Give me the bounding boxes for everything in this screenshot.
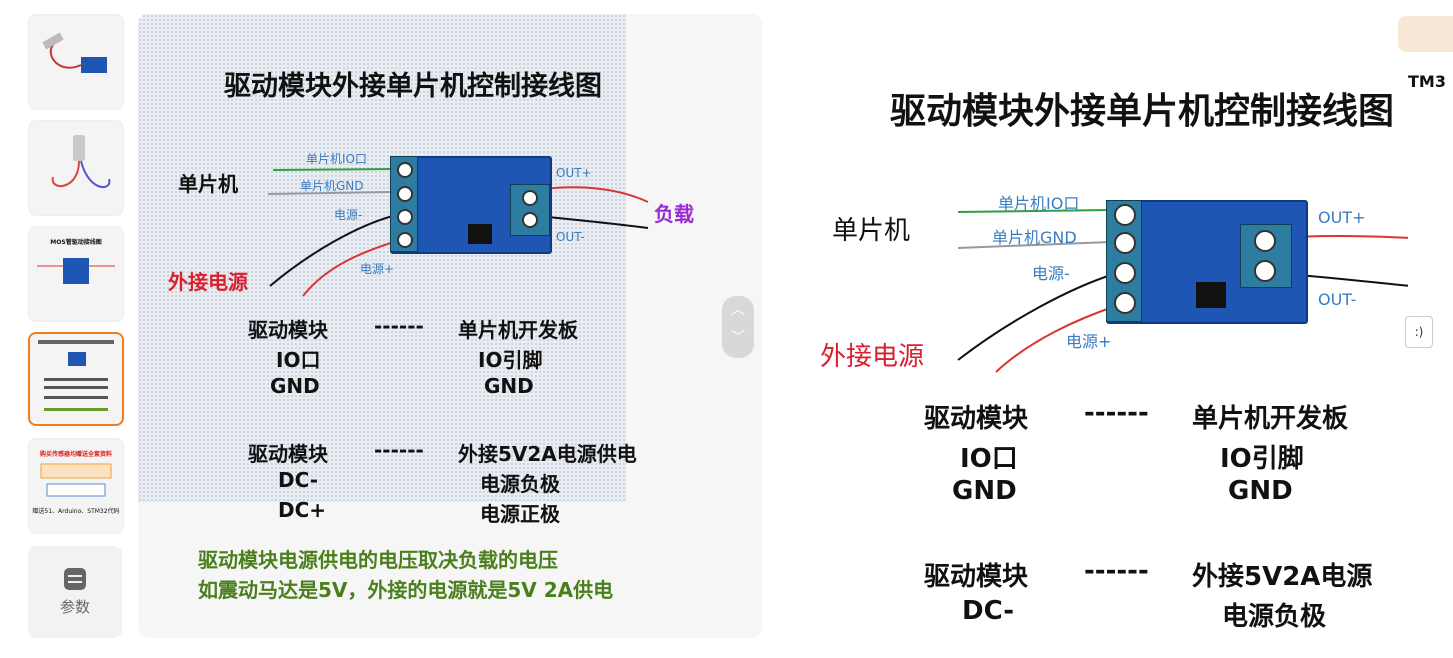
zoom-t1-row1-right: IO引脚 (1220, 444, 1304, 474)
feedback-button[interactable]: :) (1405, 316, 1433, 348)
t2-row2-right: 电源正极 (480, 502, 560, 526)
sensor-photo-icon (42, 32, 107, 73)
t1-row2-left: GND (270, 374, 320, 398)
note-line-1: 驱动模块电源供电的电压取决负载的电压 (198, 548, 558, 572)
zoom-t2-header-right: 外接5V2A电源 (1192, 562, 1373, 592)
note-line-2: 如震动马达是5V，外接的电源就是5V 2A供电 (198, 578, 614, 602)
zoom-t1-row1-left: IO口 (960, 444, 1018, 474)
thumb-gift-top: 购买传感器均赠送全套资料 (39, 451, 112, 458)
zoom-terminal-io (1114, 204, 1136, 226)
zoom-mosfet-chip (1196, 282, 1226, 308)
params-label: 参数 (59, 598, 90, 616)
zoom-t1-dash: ------ (1084, 398, 1149, 428)
thumb-mos-diagram[interactable]: MOS管驱动接线图 (28, 226, 124, 322)
zoom-terminal-out-plus (1254, 230, 1276, 252)
zoom-terminal-dc-minus (1114, 262, 1136, 284)
main-preview-image[interactable]: 驱动模块外接单片机控制接线图 单片机IO口 单片机GND 电源- 电源+ OUT… (138, 14, 762, 638)
zoom-mcu-label: 单片机 (832, 216, 911, 246)
zoom-lens-overlay (138, 14, 626, 502)
mcu-label: 单片机 (178, 172, 238, 196)
corner-tab[interactable] (1398, 16, 1453, 52)
thumbnail-scroll-control[interactable]: ︿ ﹀ (722, 296, 754, 358)
side-tag: TM3 (1408, 72, 1446, 91)
zoom-terminal-out-minus (1254, 260, 1276, 282)
ext-power-label: 外接电源 (168, 270, 248, 294)
pin-label-dc-minus: 电源- (334, 208, 363, 222)
thumb-gift-label: 赠送51、Arduino、STM32代码 (32, 508, 120, 515)
t2-dash: ------ (374, 438, 424, 462)
out-minus-label: OUT- (556, 230, 585, 244)
terminal-dc-minus (397, 209, 413, 225)
zoom-t2-row1-right: 电源负极 (1222, 602, 1327, 632)
zoom-t1-header-right: 单片机开发板 (1192, 404, 1349, 434)
zoom-t2-row1-left: DC- (962, 596, 1015, 626)
zoom-out-plus-label: OUT+ (1318, 208, 1366, 227)
load-label: 负载 (654, 202, 694, 226)
pin-label-dc-plus: 电源+ (360, 262, 395, 276)
terminal-gnd (397, 186, 413, 202)
gift-items-icon (40, 463, 112, 497)
zoom-ext-power-label: 外接电源 (820, 342, 925, 372)
params-button[interactable]: 参数 (28, 546, 122, 638)
mos-diagram-icon (37, 258, 115, 284)
thumb-wiring-diagram-active[interactable] (28, 332, 124, 426)
t1-header-right: 单片机开发板 (458, 318, 578, 342)
zoom-t2-dash: ------ (1084, 556, 1149, 586)
wiring-diagram-icon (38, 340, 114, 411)
t2-row1-right: 电源负极 (480, 472, 560, 496)
t1-dash: ------ (374, 314, 424, 338)
terminal-out-plus (522, 190, 538, 206)
zoom-out-minus-label: OUT- (1318, 290, 1357, 309)
diagram-title: 驱动模块外接单片机控制接线图 (224, 71, 602, 102)
zoom-t2-header-left: 驱动模块 (924, 562, 1029, 592)
motor-photo-icon (51, 135, 111, 188)
t2-row1-left: DC- (278, 468, 319, 492)
zoom-pin-label-dc-minus: 电源- (1032, 264, 1070, 283)
zoom-terminal-dc-plus (1114, 292, 1136, 314)
zoom-pin-label-gnd: 单片机GND (992, 228, 1077, 247)
thumb-gift-info[interactable]: 购买传感器均赠送全套资料 赠送51、Arduino、STM32代码 (28, 438, 124, 534)
t1-header-left: 驱动模块 (248, 318, 328, 342)
scroll-up-icon[interactable]: ︿ (731, 302, 745, 318)
zoom-preview-panel: 驱动模块外接单片机控制接线图 单片机IO口 单片机GND 电源- 电源+ OUT… (810, 60, 1408, 650)
terminal-out-minus (522, 212, 538, 228)
zoom-t1-row2-right: GND (1228, 476, 1293, 506)
zoom-pin-label-dc-plus: 电源+ (1066, 332, 1112, 351)
t2-header-right: 外接5V2A电源供电 (458, 442, 637, 466)
thumb-mos-diagram-label: MOS管驱动接线图 (50, 239, 102, 246)
terminal-io (397, 162, 413, 178)
t1-row1-left: IO口 (276, 348, 321, 372)
zoom-title: 驱动模块外接单片机控制接线图 (890, 91, 1395, 132)
thumb-sensor-photo[interactable] (28, 14, 124, 110)
zoom-t1-row2-left: GND (952, 476, 1017, 506)
pin-label-io: 单片机IO口 (306, 152, 367, 166)
sliders-icon (64, 568, 86, 590)
t1-row2-right: GND (484, 374, 534, 398)
out-plus-label: OUT+ (556, 166, 592, 180)
scroll-down-icon[interactable]: ﹀ (731, 330, 745, 346)
terminal-dc-plus (397, 232, 413, 248)
thumb-motor-photo[interactable] (28, 120, 124, 216)
zoom-pin-label-io: 单片机IO口 (998, 194, 1080, 213)
t2-header-left: 驱动模块 (248, 442, 328, 466)
zoom-terminal-gnd (1114, 232, 1136, 254)
t1-row1-right: IO引脚 (478, 348, 543, 372)
pin-label-gnd: 单片机GND (300, 179, 364, 193)
t2-row2-left: DC+ (278, 498, 327, 522)
zoom-t1-header-left: 驱动模块 (924, 404, 1029, 434)
mosfet-chip (468, 224, 492, 244)
